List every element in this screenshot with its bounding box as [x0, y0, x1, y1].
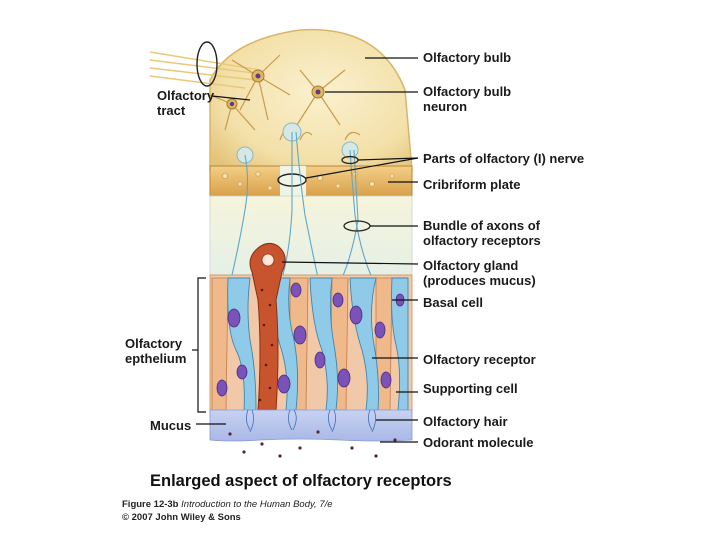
cribriform-plate [209, 165, 413, 197]
label-line: epthelium [125, 351, 187, 366]
figure-reference: Figure 12-3b Introduction to the Human B… [122, 499, 333, 510]
label-line: Olfactory bulb [423, 84, 512, 99]
olfactory-bulb-shape [209, 28, 413, 171]
olfactory-tract-ring [196, 41, 218, 87]
label-line: Bundle of axons of [423, 218, 540, 233]
leader-lines [192, 57, 419, 443]
olfactory-hairs [246, 409, 376, 433]
label-line: neuron [423, 99, 468, 114]
label-olfactory-receptor: Olfactory receptor [423, 352, 536, 367]
label-odorant-molecule: Odorant molecule [423, 435, 534, 450]
label-bundle-of-axons: Bundle of axons of olfactory receptors [423, 218, 541, 248]
label-line: tract [157, 103, 186, 118]
label-olfactory-nerve: Parts of olfactory (I) nerve [423, 151, 585, 166]
label-line: olfactory receptors [423, 233, 541, 248]
caption-title: Enlarged aspect of olfactory receptors [150, 472, 452, 490]
figure-number: Figure 12-3b [122, 499, 179, 510]
book-title: Introduction to the Human Body, 7/e [181, 499, 333, 510]
label-olfactory-bulb: Olfactory bulb [423, 50, 512, 65]
label-line: (produces mucus) [423, 273, 536, 288]
label-supporting-cell: Supporting cell [423, 381, 518, 396]
copyright-notice: © 2007 John Wiley & Sons [122, 512, 241, 523]
label-mucus: Mucus [150, 418, 192, 433]
label-cribriform-plate: Cribriform plate [423, 177, 521, 192]
label-olfactory-bulb-neuron: Olfactory bulb neuron [423, 84, 511, 114]
odorant-molecules [228, 430, 397, 458]
label-line: Olfactory [157, 88, 215, 103]
label-olfactory-epithelium: Olfactory epthelium [125, 336, 186, 366]
label-basal-cell: Basal cell [423, 295, 483, 310]
label-olfactory-hair: Olfactory hair [423, 414, 508, 429]
mucus-layer [209, 409, 413, 442]
label-line: Olfactory gland [423, 258, 519, 273]
label-olfactory-tract: Olfactory tract [157, 88, 214, 118]
cell-nuclei [216, 282, 405, 397]
label-olfactory-gland: Olfactory gland (produces mucus) [423, 258, 536, 288]
olfactory-gland [249, 242, 286, 411]
label-line: Olfactory [125, 336, 183, 351]
olfactory-tract-fibers [149, 51, 263, 89]
